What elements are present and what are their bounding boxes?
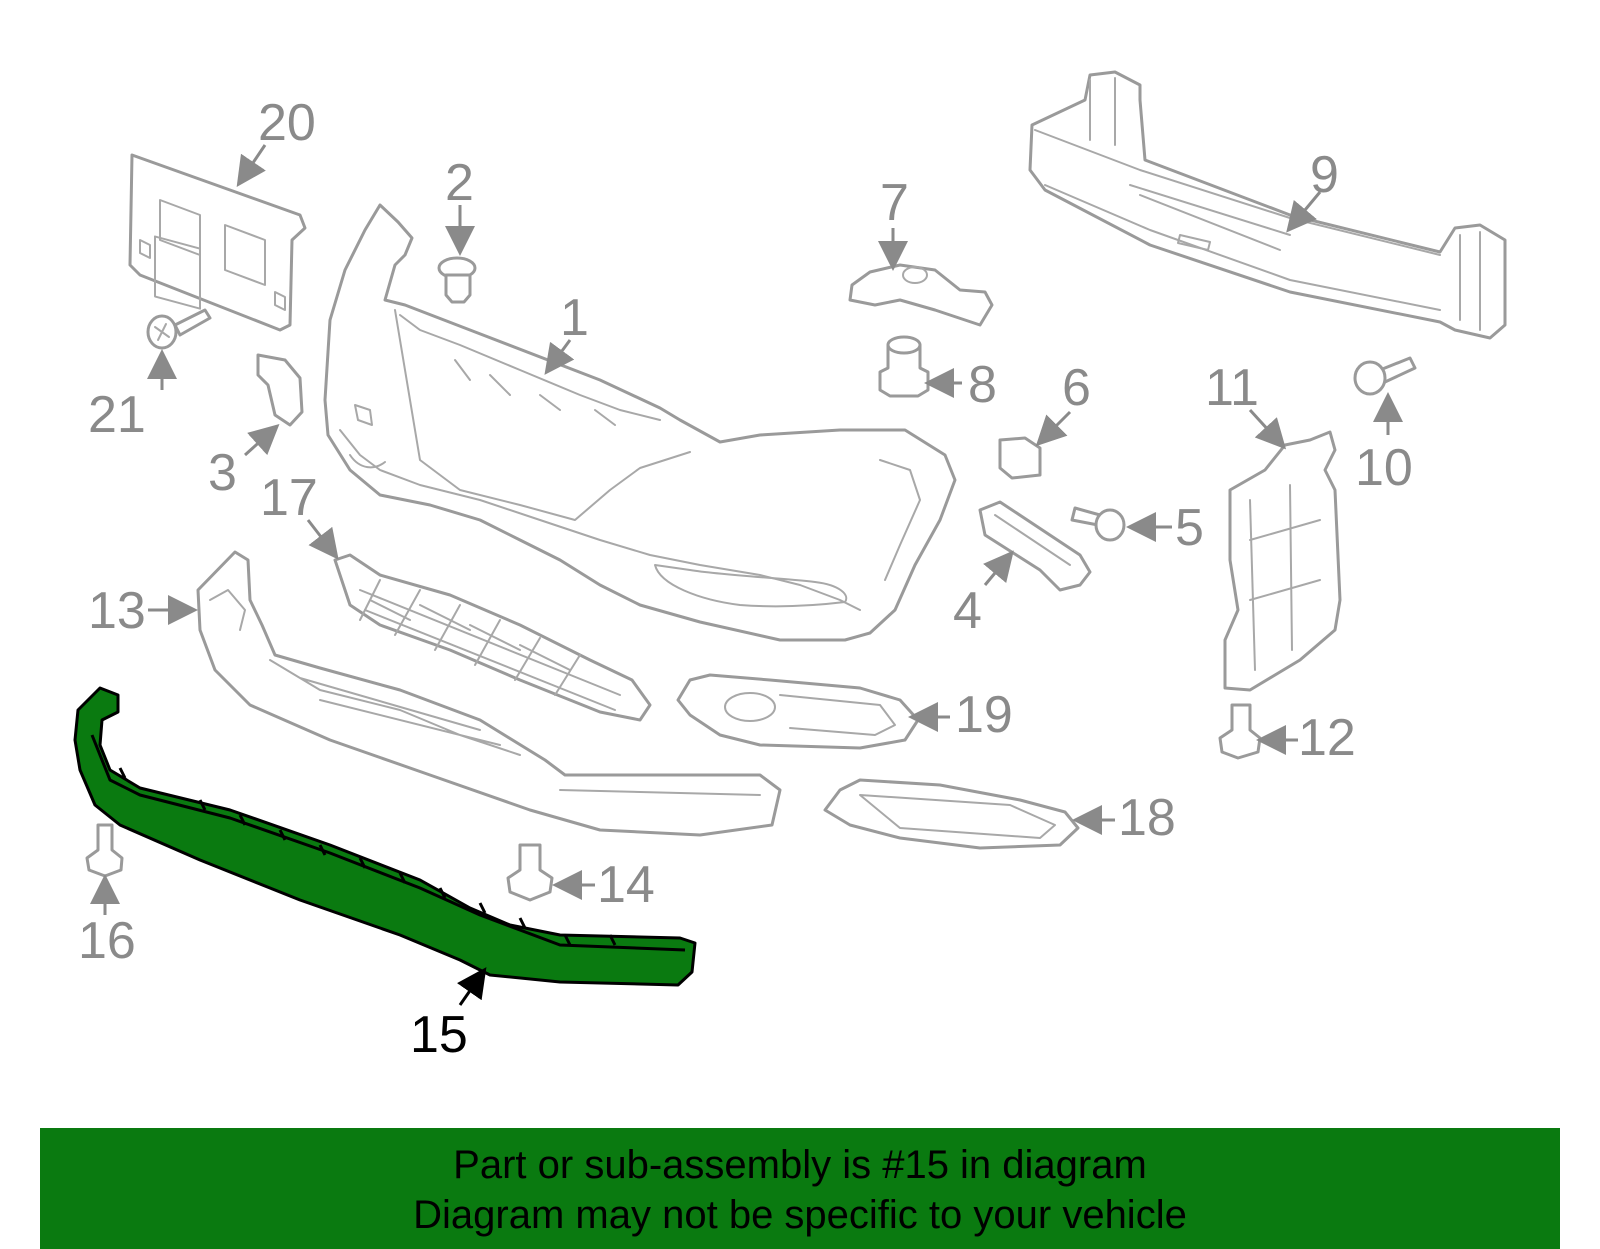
part-13-lower-bumper (196, 550, 782, 837)
part-16-push-pin (85, 823, 124, 878)
part-7-bracket (848, 263, 994, 327)
callout-10: 10 (1355, 439, 1413, 497)
part-19-fog-bezel (676, 673, 920, 750)
part-8-fastener (878, 335, 930, 398)
part-2-clip (437, 256, 477, 304)
part-3-side-bracket (256, 353, 304, 427)
callout-15: 15 (410, 1006, 468, 1064)
part-4-bracket (978, 500, 1092, 592)
callout-18: 18 (1118, 789, 1176, 847)
callout-3: 3 (208, 444, 237, 502)
parts-diagram: 1 2 3 4 5 6 7 8 9 10 11 12 13 14 15 16 1… (73, 70, 1507, 1064)
part-15-lower-spoiler (73, 686, 697, 987)
callout-7: 7 (880, 174, 909, 232)
info-banner: Part or sub-assembly is #15 in diagram D… (40, 1128, 1560, 1249)
part-6-clip (998, 436, 1042, 480)
banner-line-2: Diagram may not be specific to your vehi… (413, 1193, 1187, 1237)
callout-4: 4 (953, 582, 982, 640)
callout-8: 8 (968, 356, 997, 414)
part-11-side-bracket (1223, 430, 1342, 692)
part-10-bolt (1353, 356, 1417, 396)
callout-13: 13 (88, 582, 146, 640)
callout-5: 5 (1175, 499, 1204, 557)
leader-lines (90, 144, 1403, 1006)
part-12-push-pin (1218, 703, 1262, 760)
part-5-screw (1070, 506, 1126, 542)
callout-14: 14 (597, 856, 655, 914)
callout-17: 17 (260, 469, 318, 527)
callout-12: 12 (1298, 709, 1356, 767)
callout-labels: 1 2 3 4 5 6 7 8 9 10 11 12 13 14 15 16 1… (78, 94, 1413, 1064)
callout-19: 19 (955, 686, 1013, 744)
banner-line-1: Part or sub-assembly is #15 in diagram (453, 1143, 1147, 1187)
part-21-screw (146, 308, 212, 350)
part-18-fog-bezel (823, 778, 1080, 850)
callout-21: 21 (88, 386, 146, 444)
callout-20: 20 (258, 94, 316, 152)
part-14-push-pin (506, 843, 554, 902)
part-9-reinforcement-beam (1028, 70, 1507, 340)
callout-9: 9 (1310, 146, 1339, 204)
callout-1: 1 (560, 289, 589, 347)
callout-2: 2 (445, 154, 474, 212)
part-1-bumper-cover (323, 203, 957, 642)
callout-6: 6 (1062, 359, 1091, 417)
callout-11: 11 (1205, 359, 1259, 417)
callout-16: 16 (78, 912, 136, 970)
part-20-license-bracket (128, 153, 307, 332)
part-17-lower-grille (333, 553, 652, 722)
